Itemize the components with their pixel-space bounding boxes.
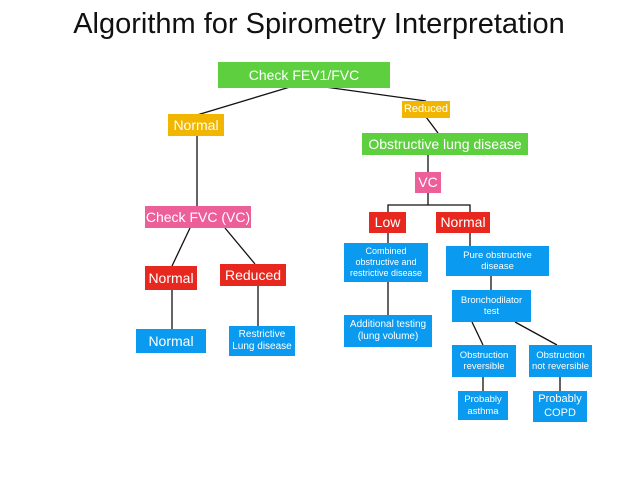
node-check-fev1-fvc: Check FEV1/FVC: [218, 62, 390, 88]
node-restrictive: Restrictive Lung disease: [229, 326, 295, 356]
line-root-to-reduced: [324, 86, 427, 102]
node-normal-vc: Normal: [436, 212, 490, 233]
line-broncho-to-notreversible: [514, 321, 558, 346]
node-obstruction-reversible: Obstruction reversible: [452, 345, 516, 377]
node-additional-testing: Additional testing (lung volume): [344, 315, 432, 347]
node-obstructive-lung-disease: Obstructive lung disease: [362, 133, 528, 155]
node-low: Low: [369, 212, 406, 233]
node-normal-fvc: Normal: [145, 266, 197, 290]
line-checkfvc-to-normal: [171, 227, 191, 267]
line-broncho-to-reversible: [471, 321, 484, 346]
node-check-fvc: Check FVC (VC): [145, 206, 251, 228]
node-probably-asthma: Probably asthma: [458, 391, 508, 420]
node-reduced-fvc: Reduced: [220, 264, 286, 286]
node-probably-copd: Probably COPD: [533, 391, 587, 422]
node-normal-top: Normal: [168, 114, 224, 136]
line-reduced-to-obstructive: [425, 116, 439, 134]
node-bronchodilator: Bronchodilator test: [452, 290, 531, 322]
line-vc-branches: [387, 204, 471, 212]
diagram-title: Algorithm for Spirometry Interpretation: [73, 8, 565, 40]
node-vc: VC: [415, 172, 441, 193]
line-checkfvc-to-reduced: [224, 227, 256, 265]
node-combined: Combined obstructive and restrictive dis…: [344, 243, 428, 282]
node-normal-result: Normal: [136, 329, 206, 353]
line-root-to-normal: [196, 86, 291, 116]
node-obstruction-not-reversible: Obstruction not reversible: [529, 345, 592, 377]
node-reduced-top: Reduced: [402, 101, 450, 118]
node-pure-obstructive: Pure obstructive disease: [446, 246, 549, 276]
